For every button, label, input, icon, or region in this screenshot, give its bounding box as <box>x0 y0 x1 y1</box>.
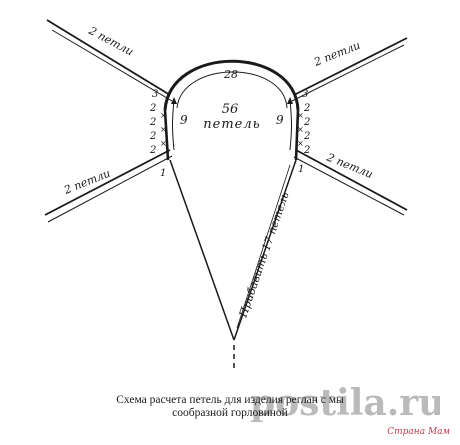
neck-arc-outer <box>163 59 300 111</box>
stack-left-4: 2 <box>149 145 156 156</box>
side-arrow-left <box>172 99 175 151</box>
stack-right-1: 2 <box>303 103 310 114</box>
stack-right: 3 2 2 2 2 1 <box>298 89 310 175</box>
arm-line-bottom-right-2 <box>293 156 405 216</box>
stack-right-4: 2 <box>303 145 310 156</box>
caption-line-1: Схема расчета петель для изделия реглан … <box>116 394 344 406</box>
arm-line-top-left <box>46 19 171 96</box>
side-arrow-left-head <box>171 97 177 104</box>
stack-left-0: 3 <box>152 89 158 100</box>
arm-line-bottom-left-2 <box>47 155 173 223</box>
side-count-left: 9 <box>180 113 188 127</box>
stack-left: 3 2 2 2 2 1 <box>149 89 166 179</box>
stitch-marks-right: × × × <box>297 111 304 148</box>
stitch-mark: × <box>160 111 167 120</box>
stack-right-2: 2 <box>303 117 310 128</box>
stitch-marks-left: × × × <box>160 111 167 148</box>
arc-count: 28 <box>223 68 238 81</box>
stack-left-1: 2 <box>149 103 156 114</box>
side-count-right: 9 <box>276 113 284 127</box>
arm-label-top-left: 2 петли <box>86 24 136 59</box>
stitch-mark: × <box>297 111 304 120</box>
side-arrow-right-head <box>287 97 293 104</box>
stack-right-3: 2 <box>303 131 310 142</box>
body-edge-right <box>233 159 297 341</box>
arm-line-top-right-2 <box>291 44 405 102</box>
side-arrow-right <box>289 99 292 151</box>
stack-right-0: 3 <box>302 89 308 100</box>
increase-note: Прибавить 17 петель <box>236 190 291 319</box>
neck-arc-inner <box>176 71 288 109</box>
caption-line-2: сообразной горловиной <box>172 407 288 419</box>
stack-right-5: 1 <box>298 164 304 175</box>
body-edge-right-inner <box>236 164 291 329</box>
stitch-mark: × <box>160 139 167 148</box>
stitch-mark: × <box>297 125 304 134</box>
center-unit: петель <box>203 117 260 132</box>
stitch-mark: × <box>160 125 167 134</box>
stack-left-2: 2 <box>149 117 156 128</box>
stitch-mark: × <box>297 139 304 148</box>
center-count: 56 <box>222 102 239 117</box>
neck-side-right <box>294 109 300 161</box>
arm-line-top-left-2 <box>51 29 173 102</box>
stack-left-3: 2 <box>149 131 156 142</box>
stack-left-5: 1 <box>160 168 166 179</box>
arm-line-top-right <box>293 37 408 96</box>
body-edge-left <box>169 159 235 341</box>
arm-line-bottom-right <box>295 149 408 211</box>
neck-side-left <box>163 109 170 161</box>
figure-caption: Схема расчета петель для изделия реглан … <box>60 394 400 420</box>
arm-line-bottom-left <box>44 149 171 216</box>
